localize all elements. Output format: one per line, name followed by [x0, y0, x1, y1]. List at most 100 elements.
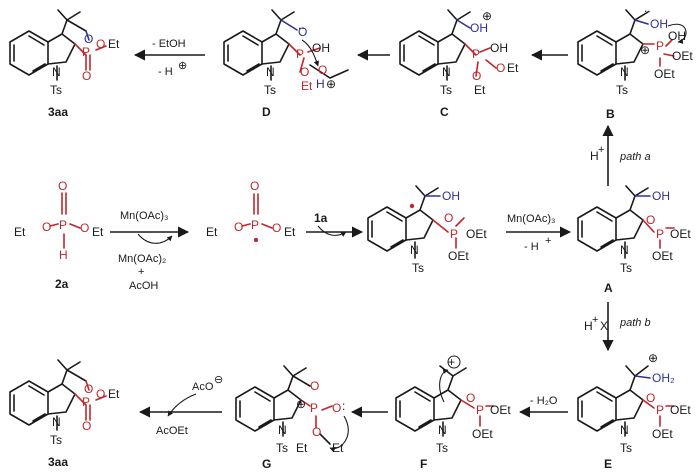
- atom-oh: OH: [650, 17, 668, 31]
- lone-pair: ..: [644, 1, 651, 15]
- reagent-acoet: AcOEt: [156, 425, 188, 437]
- atom-ts: Ts: [50, 83, 62, 97]
- label-3aa: 3aa: [48, 455, 68, 469]
- arrow-d-to-3aa: - EtOH - H ⊕: [133, 38, 205, 78]
- atom-oet: OEt: [652, 249, 673, 263]
- atom-o: O: [300, 65, 309, 79]
- atom-oh: OH: [470, 21, 488, 35]
- atom-et: Et: [108, 37, 120, 51]
- atom-p: P: [656, 39, 664, 53]
- reagent-minus-h: - H: [524, 241, 539, 253]
- atom-oet: OEt: [466, 227, 487, 241]
- atom-p: P: [59, 218, 67, 232]
- atom-oh: OH: [312, 41, 330, 55]
- lone-pair: ..: [298, 18, 305, 32]
- atom-p: P: [296, 47, 304, 61]
- structure-c: ⊕ OH P OH O Et O Et N Ts C: [399, 9, 519, 119]
- arrow-e-to-f: - H₂O: [518, 395, 568, 418]
- atom-ts: Ts: [412, 261, 424, 275]
- atom-oet: OEt: [490, 403, 511, 417]
- reagent-minus-etoh: - EtOH: [152, 38, 186, 50]
- atom-oet: OEt: [670, 227, 691, 241]
- structure-d: O .. P OH O Et O H ⊕ N Ts D: [223, 9, 349, 119]
- structure-radical-adduct: OH P O OEt OEt N Ts: [367, 185, 487, 275]
- atom-oet: OEt: [472, 427, 493, 441]
- atom-n: N: [266, 65, 275, 79]
- structure-phosphonyl-radical: O P O Et O Et: [206, 179, 296, 243]
- atom-o: O: [82, 69, 91, 83]
- atom-et: Et: [301, 79, 313, 93]
- charge-minus: ⊖: [214, 374, 223, 386]
- reagent-1a: 1a: [314, 211, 328, 225]
- atom-o: O: [298, 25, 307, 39]
- structure-a: OH P O OEt OEt N Ts A: [577, 185, 691, 295]
- label-2a: 2a: [55, 277, 69, 291]
- reagent-acoh: AcOH: [129, 280, 158, 292]
- atom-o: O: [272, 221, 281, 235]
- atom-p: P: [310, 401, 318, 415]
- atom-p: P: [476, 403, 484, 417]
- atom-et: Et: [108, 387, 120, 401]
- atom-o: O: [646, 391, 655, 405]
- arrow-radical-to-adduct: 1a: [306, 211, 364, 238]
- atom-n: N: [438, 423, 447, 437]
- atom-oet: OEt: [448, 249, 469, 263]
- atom-p: P: [82, 45, 90, 59]
- arrow-a-to-e: H + X path b: [584, 302, 651, 352]
- atom-o: O: [96, 37, 105, 51]
- atom-ts: Ts: [436, 441, 448, 455]
- atom-n: N: [52, 65, 61, 79]
- label-a: A: [604, 281, 613, 295]
- charge-plus: ⊕: [326, 77, 336, 91]
- atom-oh: OH: [490, 41, 508, 55]
- atom-o: O: [250, 179, 259, 193]
- charge-plus: +: [448, 355, 455, 369]
- charge-plus: ⊕: [296, 397, 306, 411]
- reagent-mn-oac3: Mn(OAc)₃: [120, 210, 168, 222]
- reagent-mn-oac3: Mn(OAc)₃: [507, 213, 555, 225]
- plus-sign: +: [138, 266, 144, 278]
- reagent-h: H: [590, 149, 599, 163]
- atom-ts: Ts: [620, 441, 632, 455]
- atom-o: O: [312, 425, 321, 439]
- reagent-h: H: [584, 319, 593, 333]
- structure-3aa-top: O P O O Et N Ts 3aa: [9, 9, 120, 119]
- label-g: G: [262, 457, 271, 471]
- label-b: B: [606, 107, 615, 121]
- atom-o: O: [96, 387, 105, 401]
- atom-o: O: [82, 419, 91, 433]
- atom-p: P: [450, 227, 458, 241]
- path-a-label: path a: [619, 151, 651, 163]
- label-c: C: [440, 105, 449, 119]
- label-d: D: [262, 105, 271, 119]
- atom-n: N: [278, 423, 287, 437]
- charge-plus: ⊕: [178, 60, 187, 72]
- atom-o: O: [84, 382, 93, 396]
- atom-o: O: [332, 401, 341, 415]
- structure-3aa-bottom: O P O O Et N Ts 3aa: [9, 359, 120, 469]
- atom-h: H: [316, 77, 325, 91]
- arrow-g-to-3aa: AcO ⊖ AcOEt: [138, 374, 223, 437]
- atom-ts: Ts: [276, 441, 288, 455]
- atom-et: Et: [507, 61, 519, 75]
- atom-ts: Ts: [440, 83, 452, 97]
- atom-oh: OH: [668, 29, 686, 43]
- atom-n: N: [410, 243, 419, 257]
- reagent-minus-h: - H: [158, 66, 173, 78]
- atom-n: N: [620, 65, 629, 79]
- arrow-adduct-to-a: Mn(OAc)₃ - H +: [506, 213, 572, 253]
- atom-et: Et: [284, 225, 296, 239]
- atom-n: N: [620, 243, 629, 257]
- atom-oet: OEt: [654, 67, 675, 81]
- charge-plus: ⊕: [482, 9, 492, 23]
- structure-g: O ⊕ P O : O Et Et N Ts G: [235, 365, 349, 471]
- atom-oh2: OH₂: [652, 371, 675, 385]
- path-b-label: path b: [619, 317, 651, 329]
- atom-oet: OEt: [672, 49, 693, 63]
- structure-e: ⊕ OH₂ P O OEt OEt N Ts E: [577, 351, 691, 471]
- atom-et: Et: [14, 225, 26, 239]
- atom-o: O: [444, 211, 453, 225]
- atom-et: Et: [296, 441, 308, 455]
- atom-o: O: [58, 179, 67, 193]
- svg-text:+: +: [598, 144, 604, 156]
